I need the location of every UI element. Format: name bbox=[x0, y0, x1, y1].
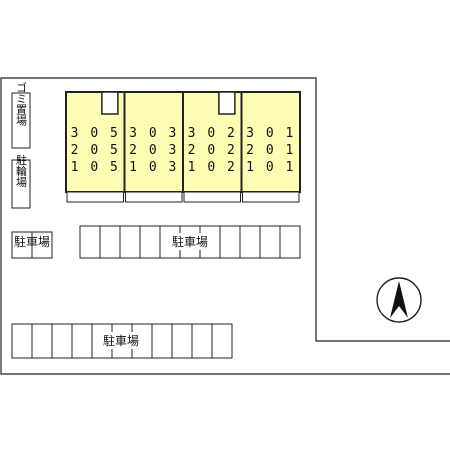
site-boundary bbox=[0, 77, 450, 375]
balcony bbox=[183, 191, 241, 203]
parking-upper-label: 駐車場 bbox=[172, 234, 208, 249]
unit-number: 1 0 1 bbox=[246, 160, 295, 175]
unit-number: 1 0 3 bbox=[129, 160, 178, 175]
bicycle-parking: 駐輪場 bbox=[11, 153, 31, 209]
label-knockout bbox=[168, 233, 212, 250]
apartment-building: 3 0 5 2 0 5 1 0 5 3 0 3 2 0 3 1 0 3 3 0 2 2 0 2… bbox=[65, 91, 301, 203]
unit-number: 3 0 3 bbox=[129, 126, 178, 141]
entrance-notch bbox=[218, 91, 236, 115]
balcony bbox=[66, 191, 124, 203]
balcony bbox=[125, 191, 183, 203]
unit-number: 3 0 5 bbox=[71, 126, 120, 141]
unit-number: 2 0 3 bbox=[129, 143, 178, 158]
unit-number: 3 0 2 bbox=[188, 126, 237, 141]
north-arrow-icon bbox=[376, 277, 422, 323]
parking-left-label: 駐車場 bbox=[14, 234, 50, 249]
unit-number: 2 0 1 bbox=[246, 143, 295, 158]
balcony bbox=[242, 191, 300, 203]
parking-lower-label: 駐車場 bbox=[103, 333, 139, 348]
unit-number: 2 0 5 bbox=[71, 143, 120, 158]
entrance-notch bbox=[101, 91, 119, 115]
unit-number: 1 0 5 bbox=[71, 160, 120, 175]
unit-number: 2 0 2 bbox=[188, 143, 237, 158]
label-knockout bbox=[99, 332, 143, 349]
unit-number: 1 0 2 bbox=[188, 160, 237, 175]
garbage-area-label: ゴミ置場 bbox=[15, 81, 28, 127]
bicycle-parking-label: 駐輪場 bbox=[15, 153, 28, 188]
unit-number: 3 0 1 bbox=[246, 126, 295, 141]
parking-left-small: 駐車場 bbox=[11, 231, 53, 259]
garbage-area: ゴミ置場 bbox=[11, 81, 31, 149]
